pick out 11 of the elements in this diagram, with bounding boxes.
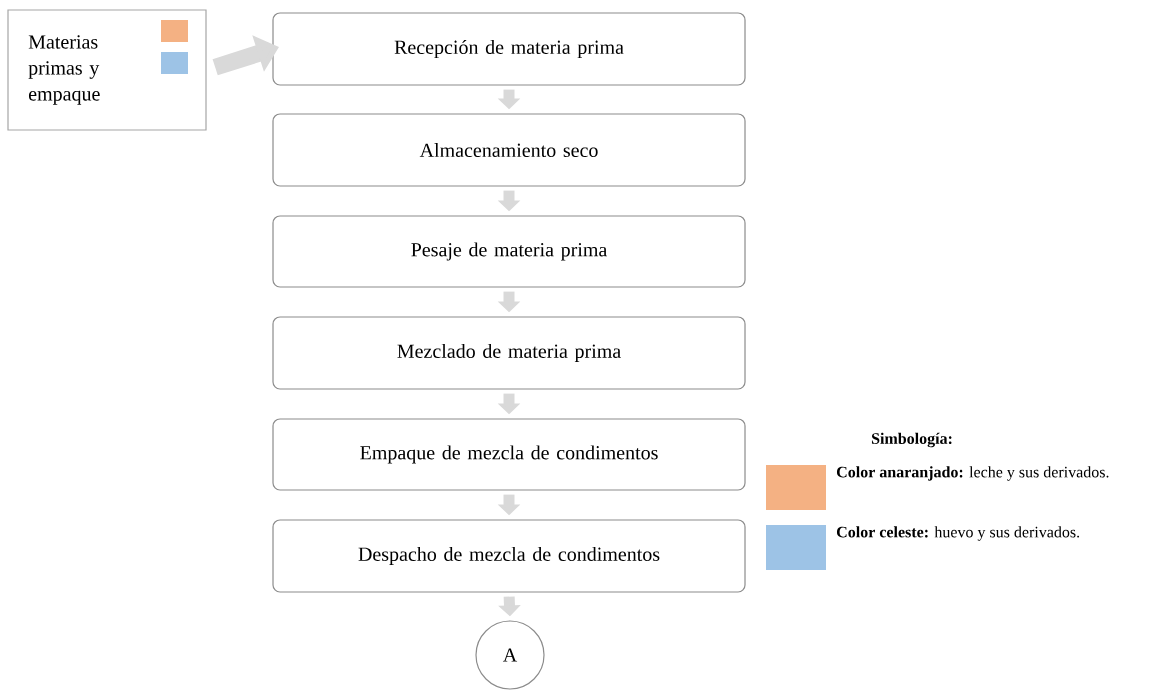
process-box: Almacenamiento seco xyxy=(272,113,746,187)
process-box: Empaque de mezcla de condimentos xyxy=(272,418,746,491)
legend-text: Color celeste: huevo y sus derivados. xyxy=(837,526,1080,541)
process-box: Despacho de mezcla de condimentos xyxy=(272,519,746,593)
process-box: Pesaje de materia prima xyxy=(272,215,746,288)
box-text: Materias primas y empaque xyxy=(28,35,100,105)
input-box xyxy=(7,9,207,131)
legend-title: Simbología: xyxy=(871,432,952,448)
process-box: Mezclado de materia prima xyxy=(272,316,746,390)
legend-text: Color anaranjado: leche y sus derivados. xyxy=(837,466,1109,481)
process-box: Recepción de materia prima xyxy=(272,12,746,86)
